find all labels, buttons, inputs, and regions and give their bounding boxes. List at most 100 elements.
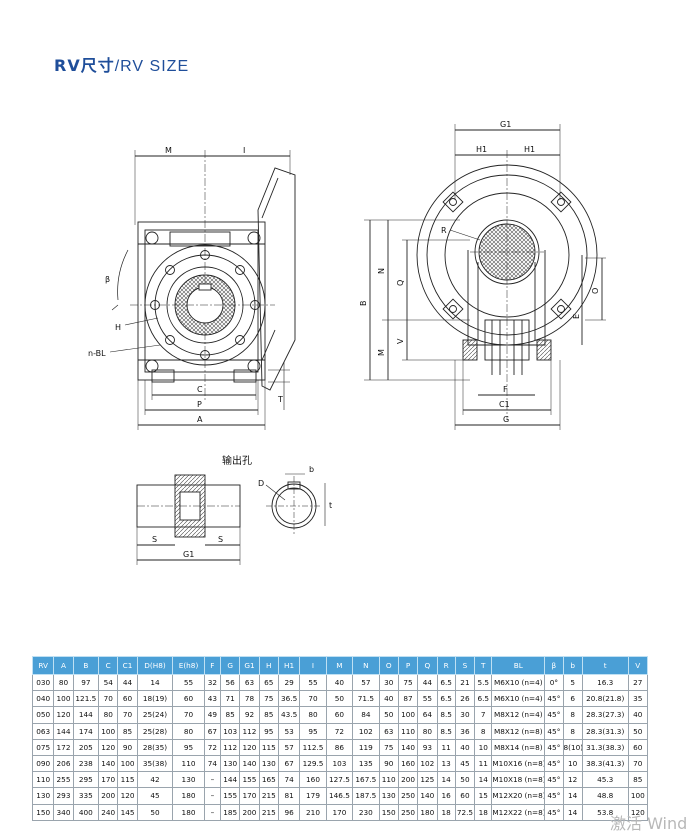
table-cell: 50 <box>378 706 399 724</box>
table-cell: 28(35) <box>136 738 174 756</box>
table-cell: 45° <box>544 787 564 805</box>
table-cell: 67 <box>277 754 301 773</box>
table-cell: 6.5 <box>436 673 456 692</box>
table-cell: 43 <box>203 690 222 708</box>
table-cell: 150 <box>31 803 55 821</box>
dim-label-H1a: H1 <box>476 145 487 154</box>
table-header-cell: N <box>352 656 380 675</box>
table-header-cell: G1 <box>239 656 260 675</box>
table-cell: M6X10 (n=4) <box>491 690 546 708</box>
table-cell: 75 <box>378 738 399 756</box>
table-cell: 10 <box>562 754 583 773</box>
table-cell: 112 <box>239 722 260 740</box>
table-header-cell: I <box>299 656 327 675</box>
table-cell: 75 <box>397 673 419 692</box>
table-cell: 160 <box>299 771 327 789</box>
table-cell: 125 <box>417 771 438 789</box>
table-header-cell: β <box>544 656 564 675</box>
table-cell: 71 <box>220 690 241 708</box>
front-view-labels: M I β H n-BL C P A T <box>88 146 283 424</box>
table-cell: 45° <box>544 690 564 708</box>
table-cell: 130 <box>258 754 279 773</box>
table-header-cell: H1 <box>277 656 301 675</box>
table-cell: 0° <box>544 673 564 692</box>
table-header-cell: C <box>98 656 119 675</box>
table-cell: 45° <box>544 803 564 821</box>
table-cell: 100 <box>98 722 119 740</box>
table-cell: M6X10 (n=4) <box>491 673 546 692</box>
table-cell: 8(10) <box>562 738 583 756</box>
table-cell: 74 <box>277 771 301 789</box>
table-cell: 14 <box>436 771 456 789</box>
table-cell: 45 <box>454 754 476 773</box>
table-cell: 167.5 <box>352 771 380 789</box>
dim-label-H1b: H1 <box>524 145 535 154</box>
table-cell: 16 <box>436 787 456 805</box>
table-cell: 121.5 <box>72 690 100 708</box>
table-cell: 57 <box>352 673 380 692</box>
table-cell: 140 <box>417 787 438 805</box>
table-cell: 165 <box>258 771 279 789</box>
table-cell: 144 <box>53 722 74 740</box>
table-cell: 38.3(41.3) <box>581 754 629 773</box>
dim-label-P: P <box>197 400 202 409</box>
table-cell: 85 <box>220 706 241 724</box>
table-header-cell: T <box>474 656 493 675</box>
activation-watermark: 激活 Wind <box>610 814 688 833</box>
table-cell: 60 <box>172 690 205 708</box>
table-cell: 5 <box>562 673 583 692</box>
table-cell: M8X12 (n=4) <box>491 706 546 724</box>
table-cell: 28.3(27.3) <box>581 706 629 724</box>
table-header-cell: G <box>220 656 241 675</box>
table-cell: 30 <box>378 673 399 692</box>
table-cell: 14 <box>562 787 583 805</box>
table-cell: 293 <box>53 787 74 805</box>
table-cell: 255 <box>53 771 74 789</box>
table-cell: 85 <box>258 706 279 724</box>
table-cell: 72 <box>325 722 354 740</box>
table-cell: 200 <box>239 803 260 821</box>
dim-label-H: H <box>115 323 121 332</box>
technical-drawing: M I β H n-BL C P A T <box>88 120 606 565</box>
table-cell: 70 <box>299 690 327 708</box>
table-cell: 90 <box>117 738 138 756</box>
table-cell: 36 <box>454 722 476 740</box>
table-cell: 72.5 <box>454 803 476 821</box>
table-cell: 103 <box>220 722 241 740</box>
table-cell: 60 <box>454 787 476 805</box>
table-cell: 55 <box>172 673 205 692</box>
table-cell: 40 <box>627 706 649 724</box>
table-cell: 40 <box>378 690 399 708</box>
table-cell: 40 <box>325 673 354 692</box>
table-cell: 54 <box>98 673 119 692</box>
table-cell: 120 <box>117 787 138 805</box>
table-cell: 160 <box>397 754 419 773</box>
table-cell: 215 <box>258 787 279 805</box>
table-cell: 6.5 <box>474 690 493 708</box>
table-cell: 200 <box>397 771 419 789</box>
dim-label-I: I <box>243 146 245 155</box>
table-cell: 238 <box>72 754 100 773</box>
table-cell: 144 <box>220 771 241 789</box>
table-header-cell: A <box>53 656 74 675</box>
table-cell: 140 <box>239 754 260 773</box>
table-cell: M8X12 (n=8) <box>491 722 546 740</box>
table-cell: 250 <box>397 803 419 821</box>
table-cell: 60 <box>325 706 354 724</box>
table-cell: 57 <box>277 738 301 756</box>
table-cell: 12 <box>562 771 583 789</box>
dim-label-S2: S <box>218 535 223 544</box>
dim-label-E: E <box>572 314 581 319</box>
table-cell: 14 <box>562 803 583 821</box>
table-cell: 100 <box>627 787 649 805</box>
dim-label-N: N <box>377 268 386 274</box>
table-cell: 21 <box>454 673 476 692</box>
table-cell: 8 <box>474 722 493 740</box>
table-cell: 120 <box>239 738 260 756</box>
output-bore-labels: b D t S S G1 <box>152 465 332 559</box>
table-cell: 97 <box>72 673 100 692</box>
table-cell: 25(28) <box>136 722 174 740</box>
dim-label-R: R <box>441 226 447 235</box>
